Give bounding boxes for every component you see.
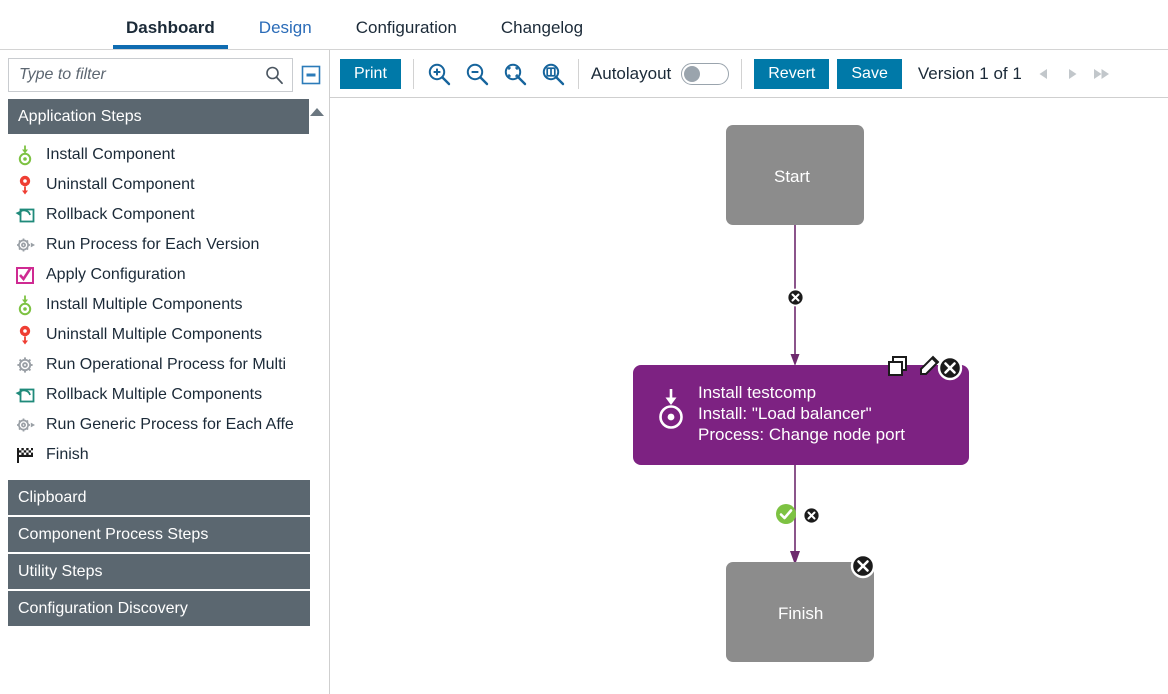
zoom-out-icon[interactable] [464,61,490,87]
step-label: Run Process for Each Version [46,236,260,253]
print-button[interactable]: Print [340,58,401,89]
apply-configuration-icon [14,264,36,286]
toolbar-divider [412,58,414,89]
node-start[interactable] [726,125,864,225]
step-label: Install Multiple Components [46,296,243,313]
canvas-toolbar: Print [330,50,1168,98]
autolayout-label: Autolayout [590,63,672,83]
version-nav [1036,66,1109,82]
section-header-application-steps[interactable]: Application Steps [8,99,309,135]
section-header-configuration-discovery[interactable]: Configuration Discovery [8,591,310,627]
finish-flag-icon [14,444,36,466]
rollback-component-icon [14,384,36,406]
toolbar-divider [577,58,579,89]
collapsed-sections: Clipboard Component Process Steps Utilit… [0,480,329,627]
run-operational-process-icon [14,354,36,376]
tab-configuration[interactable]: Configuration [355,18,457,37]
steps-sidebar: Application Steps Install Component [0,50,330,694]
scroll-up-arrow-icon[interactable] [309,105,325,117]
application-steps-section: Application Steps Install Component [0,99,329,474]
node-action-delete-icon[interactable] [937,355,963,381]
nav-prev-icon[interactable] [1036,66,1052,82]
version-label: Version 1 of 1 [917,63,1022,83]
edge-success-icon[interactable] [776,504,796,524]
step-label: Rollback Multiple Components [46,386,263,403]
run-process-version-icon [14,414,36,436]
step-item-install-component[interactable]: Install Component [0,140,329,170]
toolbar-divider [741,58,743,89]
edge-arrowhead [790,551,800,565]
autolayout-toggle[interactable] [681,62,730,85]
edge-delete-icon[interactable] [786,288,805,307]
revert-button[interactable]: Revert [754,58,830,89]
step-item-apply-configuration[interactable]: Apply Configuration [0,260,329,290]
section-header-utility-steps[interactable]: Utility Steps [8,554,310,590]
section-header-component-process-steps[interactable]: Component Process Steps [8,517,310,553]
tab-changelog[interactable]: Changelog [500,18,584,37]
install-component-icon [659,389,683,429]
install-component-icon [14,144,36,166]
step-item-run-operational-process-for-multi[interactable]: Run Operational Process for Multi [0,350,329,380]
node-action-copy-icon[interactable] [888,356,907,376]
zoom-fit-icon[interactable] [502,61,528,87]
filter-input[interactable] [9,59,292,91]
section-header-clipboard[interactable]: Clipboard [8,480,310,516]
edge-arrowhead [790,354,800,366]
uninstall-component-icon [14,324,36,346]
step-item-run-process-for-each-version[interactable]: Run Process for Each Version [0,230,329,260]
step-label: Apply Configuration [46,266,186,283]
step-label: Uninstall Multiple Components [46,326,263,343]
step-item-uninstall-multiple-components[interactable]: Uninstall Multiple Components [0,320,329,350]
node-finish[interactable] [726,562,874,662]
step-label: Install Component [46,146,175,163]
node-install-testcomp[interactable] [633,365,969,465]
toggle-knob [684,65,701,82]
step-label: Finish [46,446,89,463]
node-finish-delete-icon[interactable] [850,553,876,579]
step-item-rollback-component[interactable]: Rollback Component [0,200,329,230]
zoom-in-icon[interactable] [426,61,452,87]
zoom-fit-width-icon[interactable] [540,61,566,87]
step-item-install-multiple-components[interactable]: Install Multiple Components [0,290,329,320]
tab-list: Dashboard Design Configuration Changelog [0,0,1168,49]
node-action-edit-icon[interactable] [920,355,940,375]
nav-last-icon[interactable] [1092,66,1109,82]
step-item-rollback-multiple-components[interactable]: Rollback Multiple Components [0,380,329,410]
save-button[interactable]: Save [837,58,902,89]
nav-next-icon[interactable] [1064,66,1080,82]
rollback-component-icon [14,204,36,226]
collapse-all-icon[interactable] [301,65,321,85]
zoom-controls [426,61,566,87]
step-label: Uninstall Component [46,176,195,193]
top-tab-bar: Dashboard Design Configuration Changelog [0,0,1168,50]
edge-delete-icon[interactable] [802,506,821,525]
step-label: Run Operational Process for Multi [46,356,287,373]
step-item-run-generic-process-for-each-affected[interactable]: Run Generic Process for Each Affe [0,410,329,440]
tab-dashboard[interactable]: Dashboard [104,19,237,49]
run-process-version-icon [14,234,36,256]
uninstall-component-icon [14,174,36,196]
step-item-uninstall-component[interactable]: Uninstall Component [0,170,329,200]
step-label: Rollback Component [46,206,195,223]
filter-row [0,50,329,99]
application-steps-list: Install Component Uninstall Component [0,135,329,474]
tab-design[interactable]: Design [258,18,312,37]
install-component-icon [14,294,36,316]
process-canvas[interactable]: Start Install testcomp Install: "Load ba… [331,99,1168,694]
step-label: Run Generic Process for Each Affe [46,416,294,433]
process-graph [633,125,969,662]
filter-box[interactable] [8,58,293,92]
step-item-finish[interactable]: Finish [0,440,329,470]
